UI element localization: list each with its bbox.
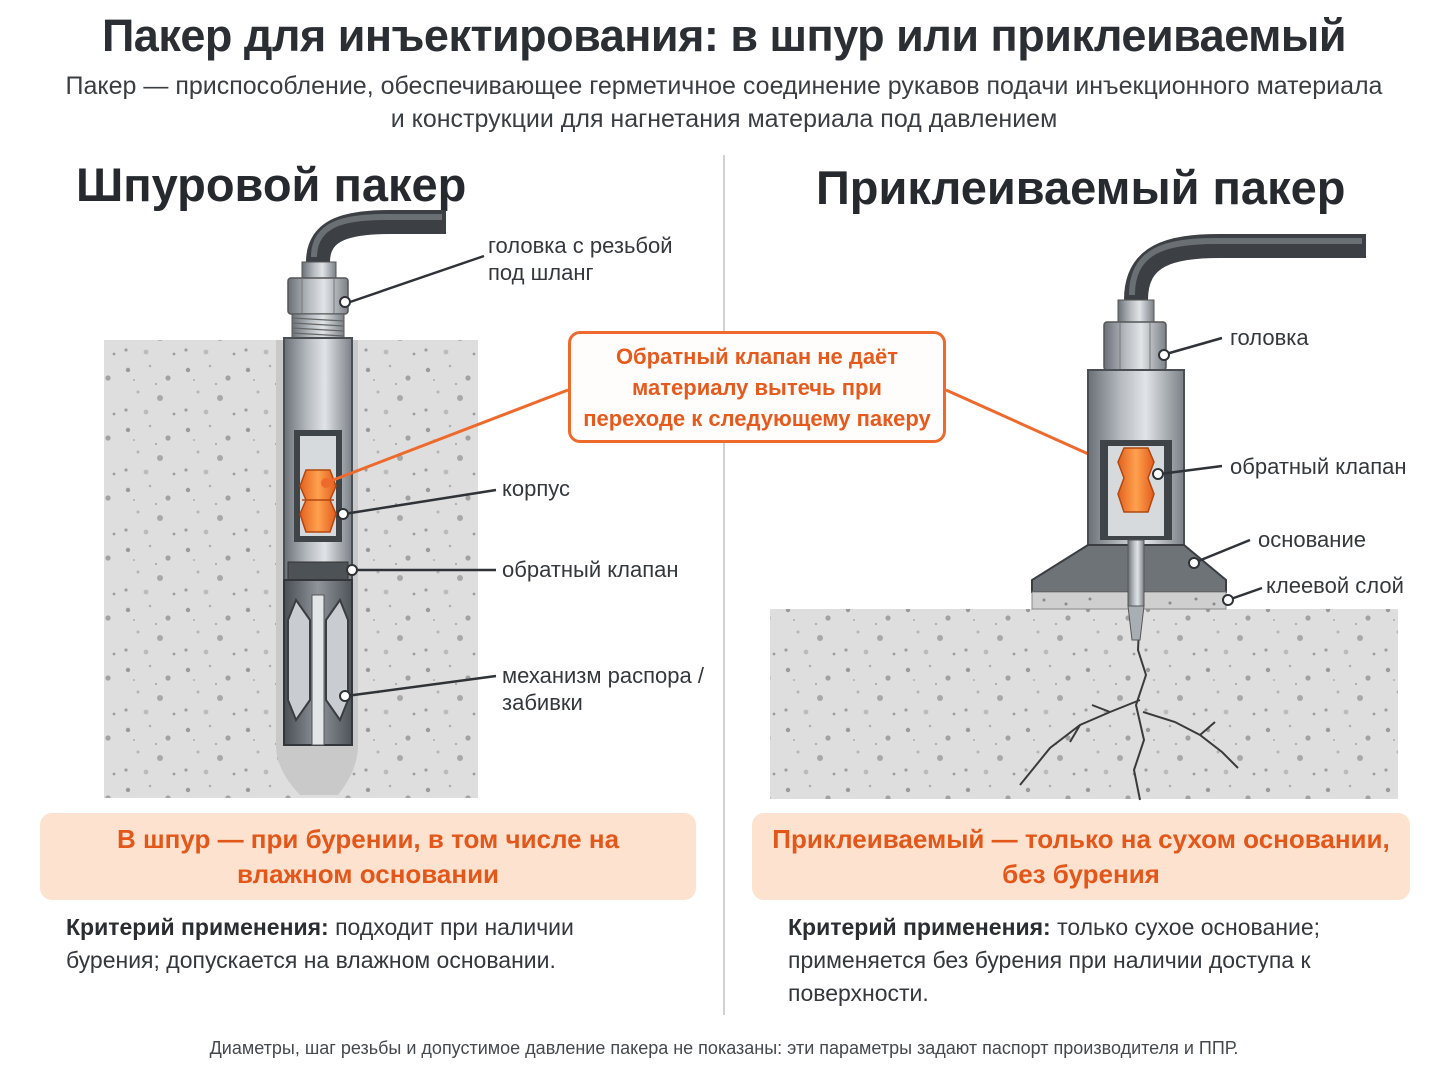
label-base: основание bbox=[1258, 527, 1366, 552]
left-summary-banner: В шпур — при бурении, в том числе на вла… bbox=[40, 813, 696, 900]
left-section-title: Шпуровой пакер bbox=[76, 158, 467, 211]
right-criteria: Критерий применения: только сухое основа… bbox=[788, 911, 1348, 1010]
label-expansion-mechanism: механизм распора / забивки bbox=[502, 663, 704, 715]
surface-packer bbox=[1031, 234, 1366, 641]
right-criteria-label: Критерий применения: bbox=[788, 914, 1051, 940]
page-subtitle: Пакер — приспособление, обеспечивающее г… bbox=[65, 72, 1383, 133]
label-check-valve-left: обратный клапан bbox=[502, 557, 679, 582]
left-criteria-label: Критерий применения: bbox=[66, 914, 329, 940]
label-head-thread: головка с резьбой под шланг bbox=[488, 233, 673, 285]
footnote: Диаметры, шаг резьбы и допустимое давлен… bbox=[209, 1038, 1239, 1058]
label-head: головка bbox=[1230, 325, 1309, 350]
label-glue-layer: клеевой слой bbox=[1266, 573, 1404, 598]
left-leader-lines bbox=[343, 254, 497, 698]
label-body: корпус bbox=[502, 476, 571, 501]
right-summary-banner: Приклеиваемый — только на сухом основани… bbox=[752, 813, 1410, 900]
right-criteria-text: только сухое основание; применяется без … bbox=[788, 914, 1321, 1006]
right-leader-lines bbox=[1159, 336, 1263, 602]
check-valve-callout: Обратный клапан не даёт материалу вытечь… bbox=[568, 331, 946, 443]
label-check-valve-right: обратный клапан bbox=[1230, 454, 1407, 479]
section-divider bbox=[723, 155, 725, 1015]
right-section-title: Приклеиваемый пакер bbox=[816, 161, 1346, 214]
page-title: Пакер для инъектирования: в шпур или при… bbox=[101, 10, 1347, 61]
concrete-block-right bbox=[770, 608, 1398, 801]
hole-packer bbox=[283, 210, 446, 746]
left-criteria-text: подходит при наличии бурения; допускаетс… bbox=[66, 914, 574, 973]
left-criteria: Критерий применения: подходит при наличи… bbox=[66, 911, 626, 977]
